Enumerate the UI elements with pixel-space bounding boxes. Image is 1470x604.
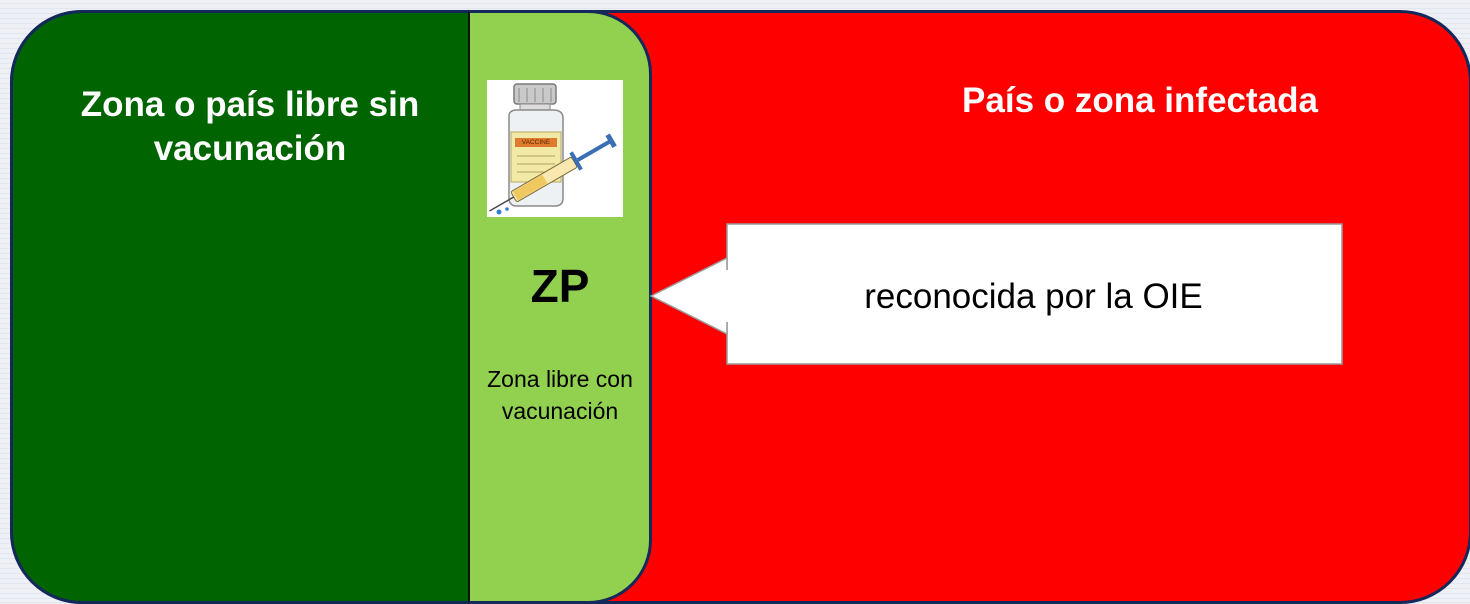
vaccine-bottle-and-syringe-icon: VACCINE [487, 80, 623, 217]
free-zone-title: Zona o país libre sin vacunación [80, 85, 420, 168]
vaccine-label-text: VACCINE [522, 139, 551, 146]
infected-zone-title: País o zona infectada [962, 81, 1318, 120]
free-zone-without-vaccination [10, 10, 470, 604]
protection-zone-label: ZP [530, 260, 590, 312]
callout-text: reconocida por la OIE [864, 277, 1203, 316]
protection-zone-description: Zona libre con vacunación [487, 366, 633, 424]
left-arrow-icon [649, 223, 1343, 365]
